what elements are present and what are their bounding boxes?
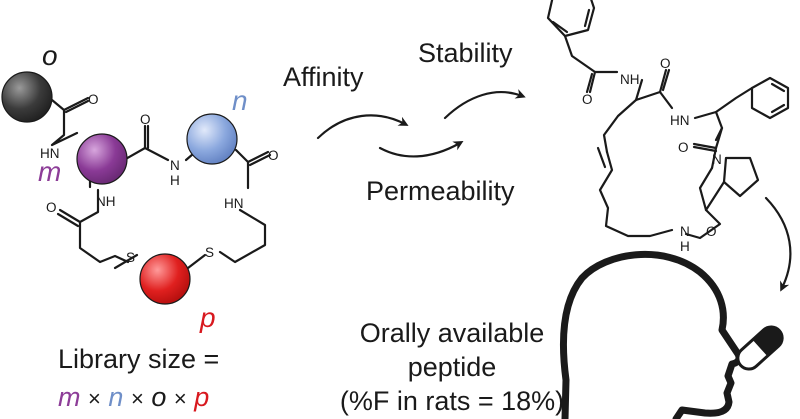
head-silhouette-icon	[559, 250, 743, 419]
optimized-peptide-structure: NH O O HN O N N H O	[546, 0, 790, 254]
atom-o-r1: O	[582, 92, 593, 107]
atom-nh-top: NH	[620, 72, 640, 87]
atom-nh-m: NH	[96, 194, 116, 209]
label-permeability: Permeability	[366, 176, 515, 206]
atom-o2: O	[140, 112, 151, 127]
atom-h-mid: H	[170, 173, 180, 188]
formula-m: m	[58, 382, 81, 412]
atom-o-r4: O	[706, 224, 717, 239]
process-arrows	[316, 89, 792, 292]
label-p: p	[200, 302, 216, 333]
formula-times-1: ×	[88, 386, 101, 411]
label-n: n	[232, 85, 248, 116]
formula-p: p	[194, 382, 210, 412]
label-o: o	[42, 40, 58, 71]
library-size-label: Library size =	[58, 344, 220, 374]
sphere-p	[139, 253, 191, 305]
atom-hn-right: HN	[224, 196, 244, 211]
formula-times-3: ×	[173, 386, 187, 411]
arrow-icon	[764, 196, 792, 292]
arrow-icon	[378, 141, 464, 158]
formula-o: o	[151, 382, 167, 412]
formula-n: n	[108, 382, 124, 412]
arrow-icon	[316, 114, 409, 140]
atom-o4: O	[46, 200, 57, 215]
formula-times-2: ×	[130, 386, 144, 411]
atom-o-r3: O	[678, 140, 689, 155]
oral-line-1: Orally available	[359, 318, 545, 348]
atom-n-bottom: N	[680, 224, 690, 239]
label-stability: Stability	[418, 38, 513, 68]
atom-s1: S	[126, 250, 135, 265]
atom-hn1: HN	[40, 146, 60, 161]
sphere-m	[76, 133, 128, 185]
sphere-o	[1, 71, 53, 123]
atom-n-pro: N	[712, 152, 722, 167]
atom-o3: O	[268, 148, 279, 163]
label-affinity: Affinity	[283, 62, 364, 92]
atom-s2: S	[205, 245, 214, 260]
library-formula: m × n × o × p	[58, 382, 209, 413]
atom-h-bottom: H	[680, 239, 690, 254]
label-m: m	[38, 156, 62, 187]
macrocycle-library: O HN O N H O NH HN O S S	[1, 71, 279, 305]
oral-line-3: (%F in rats = 18%)	[339, 386, 565, 416]
pill-capsule-icon	[736, 325, 784, 371]
sphere-n	[186, 113, 238, 165]
arrow-icon	[443, 89, 526, 120]
atom-o1: O	[88, 92, 99, 107]
atom-o-r2: O	[660, 56, 671, 71]
atom-hn-phe: HN	[670, 113, 690, 128]
atom-n-mid: N	[170, 158, 180, 173]
oral-line-2: peptide	[407, 352, 497, 382]
